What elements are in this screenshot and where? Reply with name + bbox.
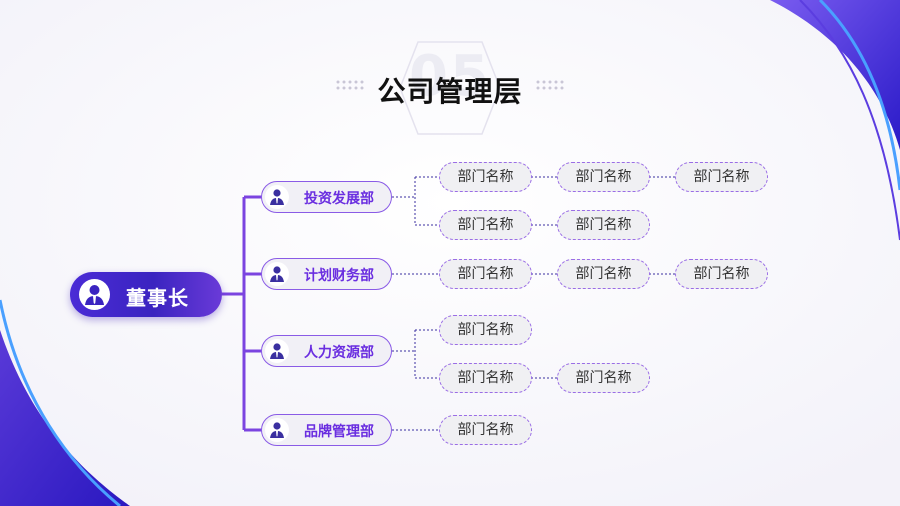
corner-decoration-top-right bbox=[770, 0, 900, 241]
sub-dept-node: 部门名称 bbox=[439, 210, 532, 240]
root-label: 董事长 bbox=[126, 286, 189, 310]
sub-dept-node: 部门名称 bbox=[557, 259, 650, 289]
person-icon bbox=[79, 279, 110, 310]
sub-dept-node: 部门名称 bbox=[557, 210, 650, 240]
dept-node-hr: 人力资源部 bbox=[261, 335, 392, 367]
person-icon bbox=[265, 418, 289, 442]
dept-node-finance: 计划财务部 bbox=[261, 258, 392, 290]
sub-dept-node: 部门名称 bbox=[439, 259, 532, 289]
title-hexagon bbox=[399, 41, 501, 135]
corner-decoration-bottom-left bbox=[0, 299, 130, 506]
sub-dept-node: 部门名称 bbox=[675, 162, 768, 192]
sub-dept-node: 部门名称 bbox=[557, 162, 650, 192]
section-number: 05 bbox=[409, 44, 491, 109]
title-dots bbox=[336, 80, 564, 90]
dept-label: 计划财务部 bbox=[304, 268, 374, 284]
person-icon bbox=[265, 262, 289, 286]
title-block: 05 公司管理层 bbox=[330, 44, 570, 118]
sub-dept-node: 部门名称 bbox=[439, 162, 532, 192]
dept-node-investment: 投资发展部 bbox=[261, 181, 392, 213]
sub-dept-node: 部门名称 bbox=[675, 259, 768, 289]
sub-dept-node: 部门名称 bbox=[439, 315, 532, 345]
dept-label: 品牌管理部 bbox=[304, 424, 374, 440]
person-icon bbox=[265, 339, 289, 363]
dept-label: 投资发展部 bbox=[304, 191, 374, 207]
person-icon bbox=[265, 185, 289, 209]
root-node-chairman: 董事长 bbox=[70, 272, 222, 317]
sub-dept-node: 部门名称 bbox=[439, 415, 532, 445]
sub-dept-node: 部门名称 bbox=[557, 363, 650, 393]
page-title: 公司管理层 bbox=[377, 75, 523, 108]
dept-node-brand: 品牌管理部 bbox=[261, 414, 392, 446]
dept-label: 人力资源部 bbox=[304, 345, 374, 361]
sub-dept-node: 部门名称 bbox=[439, 363, 532, 393]
